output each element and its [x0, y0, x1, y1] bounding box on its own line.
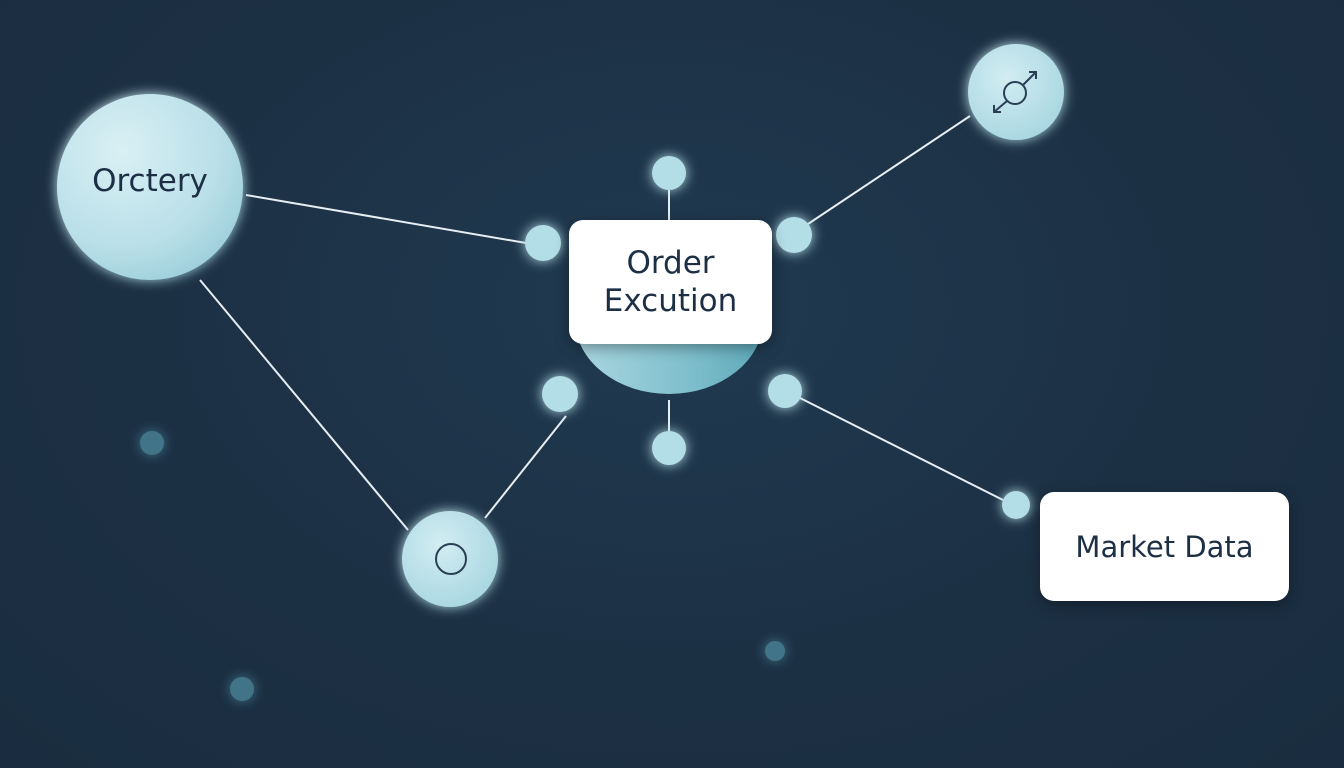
- hub-port-lower-left[interactable]: [542, 376, 578, 412]
- background-dot: [140, 431, 164, 455]
- market-data-label: Market Data: [1075, 529, 1254, 564]
- market-data-port[interactable]: [1002, 491, 1030, 519]
- link-ring-node-to-hub: [484, 415, 567, 519]
- hub-port-bottom[interactable]: [652, 431, 686, 465]
- orctery-node[interactable]: [57, 94, 243, 280]
- hub-port-left[interactable]: [525, 225, 561, 261]
- link-orctery-to-hub: [245, 194, 527, 244]
- link-orctery-to-ring-node: [199, 279, 409, 531]
- ring-node[interactable]: [402, 511, 498, 607]
- top-right-node[interactable]: [968, 44, 1064, 140]
- gender-symbol-icon: [993, 71, 1037, 113]
- order-execution-box[interactable]: Order Excution: [569, 220, 772, 344]
- hub-port-lower-right[interactable]: [768, 374, 802, 408]
- order-execution-label-line1: Order: [626, 245, 715, 281]
- link-hub-to-top-right-node: [807, 115, 971, 225]
- market-data-box[interactable]: Market Data: [1040, 492, 1289, 601]
- background-dot: [230, 677, 254, 701]
- order-execution-label-line2: Excution: [603, 283, 738, 319]
- hub-port-top[interactable]: [652, 156, 686, 190]
- ring-icon: [435, 543, 467, 575]
- orctery-label: Orctery: [92, 163, 208, 199]
- background-dot: [765, 641, 785, 661]
- link-hub-to-market-data: [799, 397, 1004, 501]
- hub-port-right[interactable]: [776, 217, 812, 253]
